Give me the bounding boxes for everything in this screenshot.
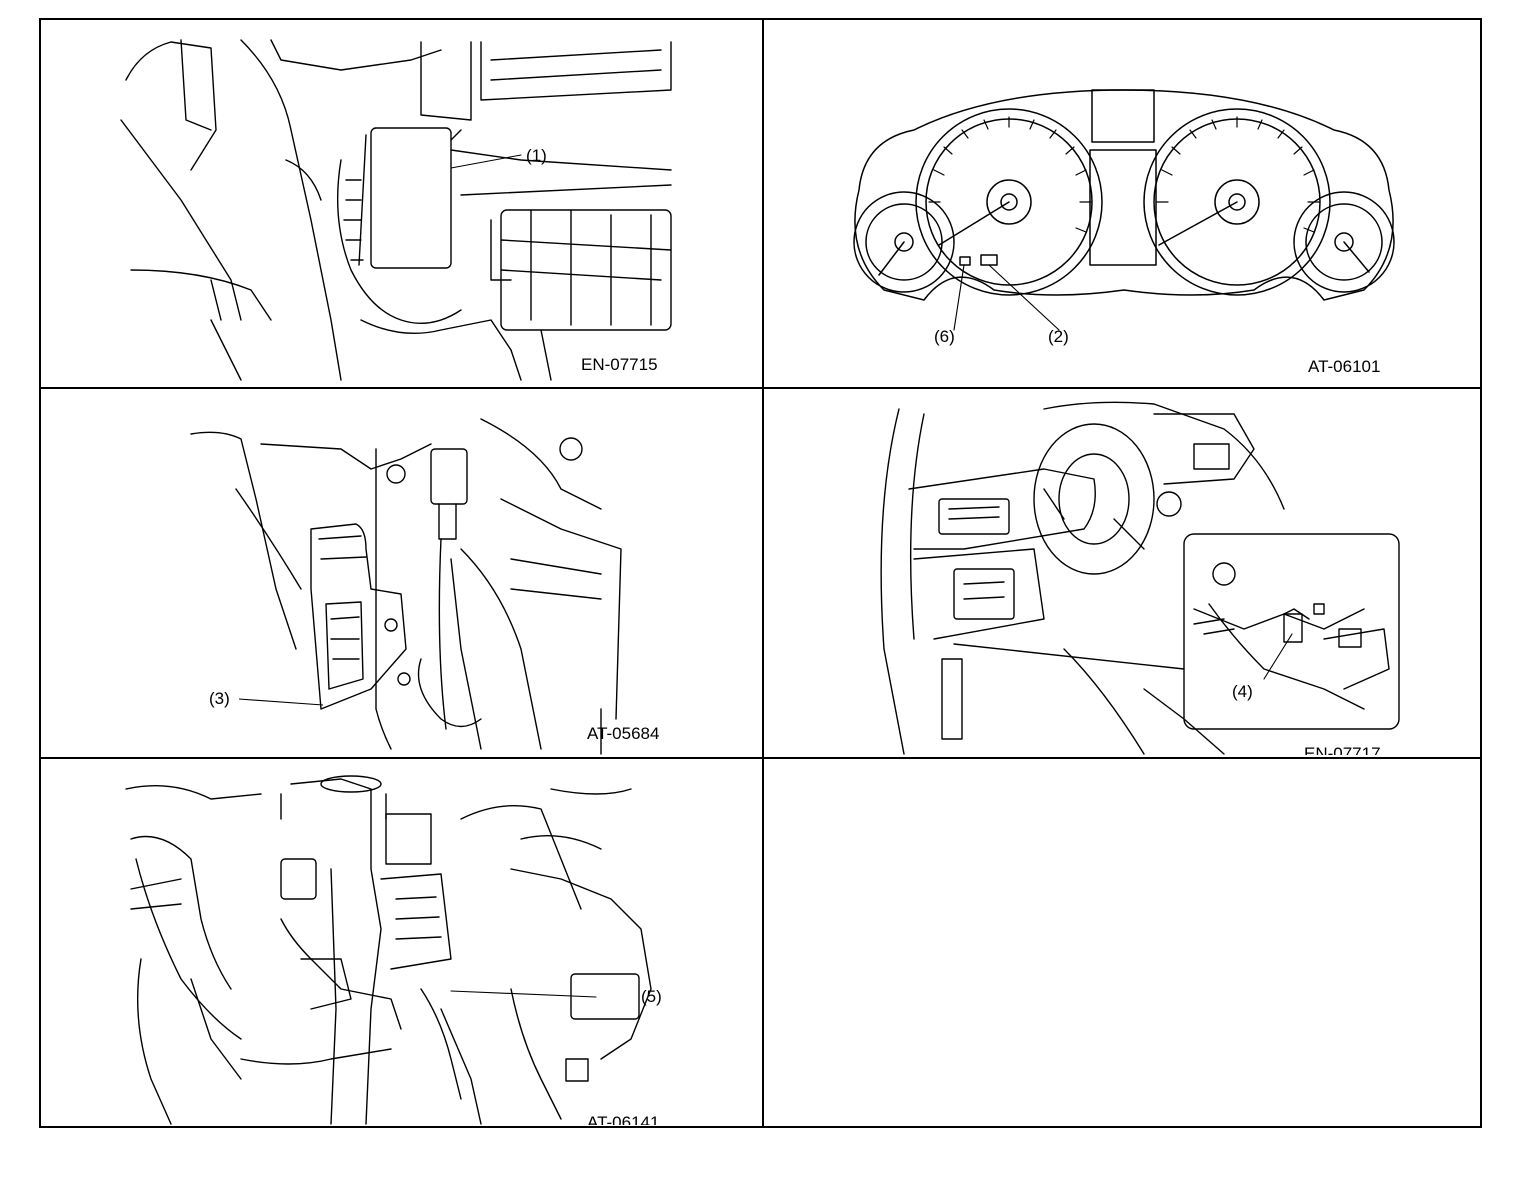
panel-empty	[764, 759, 1482, 1125]
tcm-illustration	[190, 418, 622, 755]
panel-ecm-location: (1) EN-07715	[41, 20, 761, 386]
callout-label-5: (5)	[641, 987, 662, 1006]
callout-label-1: (1)	[526, 146, 547, 165]
callout-label-3: (3)	[209, 689, 230, 708]
combination-meter-illustration	[853, 89, 1395, 331]
panel-combination-meter: (6) (2) AT-06101	[764, 20, 1482, 386]
grid-divider-row-1	[41, 387, 1480, 389]
figure-code: EN-07717	[1304, 744, 1381, 755]
figure-grid: (1) EN-07715	[39, 18, 1482, 1128]
leader-line-3	[238, 698, 324, 706]
panel-tcm-location: (3) AT-05684	[41, 389, 761, 755]
ecm-illustration	[120, 39, 672, 381]
callout-label-2: (2)	[1048, 327, 1069, 346]
figure-code: AT-06141	[587, 1113, 660, 1125]
panel-dash-connector: (4) EN-07717	[764, 389, 1482, 755]
figure-code: AT-06101	[1308, 357, 1381, 376]
callout-label-6: (6)	[934, 327, 955, 346]
figure-code: AT-05684	[587, 724, 660, 743]
grid-divider-row-2	[41, 757, 1480, 759]
callout-label-4: (4)	[1232, 682, 1253, 701]
steering-column-illustration	[125, 775, 652, 1125]
panel-steering-column: (5) AT-06141	[41, 759, 761, 1125]
grid-divider-vertical	[762, 20, 764, 1126]
figure-code: EN-07715	[581, 355, 658, 374]
dashboard-illustration	[880, 401, 1400, 755]
